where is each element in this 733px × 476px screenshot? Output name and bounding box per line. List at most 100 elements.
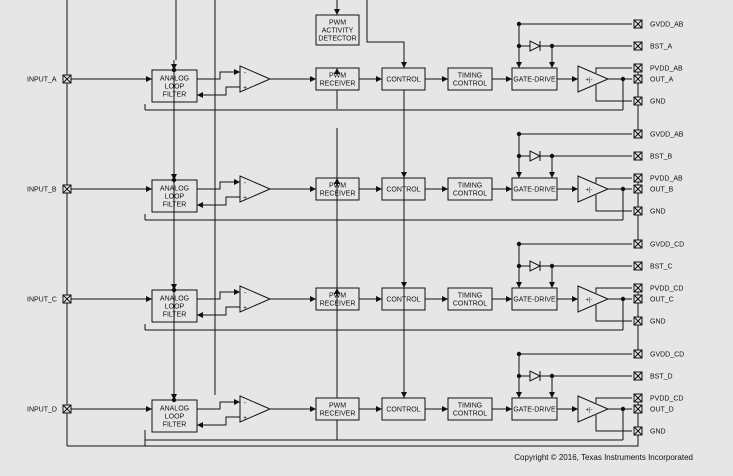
out-pin-x [633,184,643,194]
filter-to-amp [197,181,240,190]
ground-bus-line [67,440,639,447]
arrowhead [572,296,578,302]
timing-label: TIMING [458,73,483,80]
pvdd-label: PVDD_CD [650,286,683,293]
arrowhead [310,76,316,82]
junction-dot [620,76,626,82]
arrowhead [442,406,448,412]
filter-label: LOOP [165,84,185,91]
arrowhead [376,76,382,82]
filter-to-amp [197,401,240,410]
arrowhead [549,172,555,178]
pvdd-wire [595,287,632,293]
junction-dot [171,177,177,183]
gnd-label: GND [650,209,666,216]
bst-label: BST_B [650,154,673,161]
output-stage [577,395,610,423]
arrowhead [572,186,578,192]
filter-to-amp [197,71,240,80]
arrowhead [401,392,407,398]
output-stage [577,65,610,93]
out-pin-x [633,294,643,304]
amp-plus: + [243,415,247,422]
arrowhead [334,68,340,74]
sense-to-amp [215,86,240,96]
arrowhead [376,186,382,192]
out-pin-x [633,404,643,414]
gvdd-label: GVDD_AB [650,132,684,139]
bst-pin-x [633,371,643,381]
arrowhead [310,406,316,412]
error-amplifier [239,65,272,93]
timing-label: CONTROL [453,301,487,308]
timing-label: CONTROL [453,191,487,198]
pvdd-label: PVDD_CD [650,396,683,403]
pvdd-wire [595,177,632,183]
arrowhead [234,399,240,405]
bst-pin-x [633,261,643,271]
arrowhead [171,284,177,290]
receiver-label: RECEIVER [320,81,356,88]
out-label: OUT_B [650,187,674,194]
pvdd-pin-x [633,173,643,183]
arrowhead [442,76,448,82]
arrowhead [234,179,240,185]
arrowhead [549,282,555,288]
amp-minus: - [244,180,247,187]
gnd-label: GND [650,319,666,326]
pwm-activity-detector [315,14,360,46]
bootstrap-diode [529,40,542,52]
pvdd-label: PVDD_AB [650,176,683,183]
arrowhead [310,296,316,302]
input-label: INPUT_C [27,297,57,304]
arrowhead [506,186,512,192]
arrowhead [549,392,555,398]
pwm-activity-detector-label: DETECTOR [318,36,356,43]
junction-dot [620,186,626,192]
sense-to-amp [215,416,240,426]
receiver-label: PWM [329,73,346,80]
arrowhead [146,186,152,192]
pwm-symbol: +|- [585,298,592,304]
gnd-wire [595,195,632,212]
gnd-wire [595,305,632,322]
gvdd-pin-x [633,129,643,139]
arrowhead [146,406,152,412]
gnd-label: GND [650,99,666,106]
gnd-pin-x [633,96,643,106]
out-pin-x [633,74,643,84]
arrowhead [234,289,240,295]
receiver-label: PWM [329,293,346,300]
gvdd-pin-x [633,239,643,249]
pvdd-label: PVDD_AB [650,66,683,73]
filter-label: LOOP [165,414,185,421]
pwm-symbol: +|- [585,408,592,414]
filter-label: LOOP [165,304,185,311]
out-label: OUT_D [650,407,674,414]
timing-label: CONTROL [453,81,487,88]
timing-label: CONTROL [453,411,487,418]
sense-to-amp [215,306,240,316]
arrowhead [146,76,152,82]
gate-drive-label: GATE-DRIVE [513,407,556,414]
arrowhead [572,76,578,82]
arrowhead [506,296,512,302]
gate-drive-label: GATE-DRIVE [513,297,556,304]
gvdd-pin-x [633,349,643,359]
gnd-pin-x [633,426,643,436]
junction-dot [620,406,626,412]
arrowhead [516,282,522,288]
gvdd-pin-x [633,19,643,29]
filter-to-amp [197,291,240,300]
arrowhead [310,186,316,192]
input-pin-x [62,184,72,194]
input-label: INPUT_D [27,407,57,414]
amp-plus: + [243,305,247,312]
pwm-symbol: +|- [585,78,592,84]
copyright-notice: Copyright © 2016, Texas Instruments Inco… [514,453,693,462]
bootstrap-diode [529,260,542,272]
arrowhead [401,282,407,288]
filter-label: ANALOG [160,406,189,413]
filter-label: FILTER [163,422,187,429]
gvdd-label: GVDD_CD [650,242,684,249]
